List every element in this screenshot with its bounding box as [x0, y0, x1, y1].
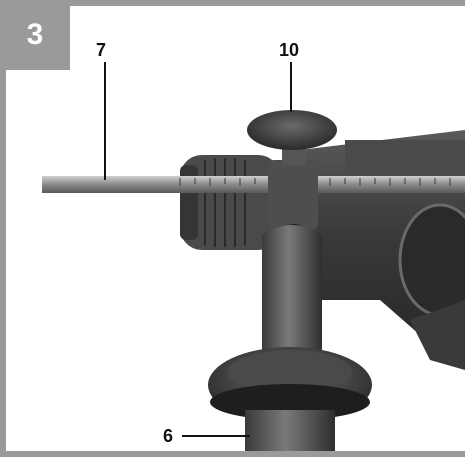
- drill-trigger-guard: [398, 203, 465, 317]
- drill-top-housing: [345, 140, 465, 180]
- side-handle-column: [262, 225, 322, 356]
- drill-rear-grip: [410, 300, 465, 370]
- depth-stop-knob: [247, 110, 337, 150]
- handle-clamp: [268, 160, 318, 230]
- handle-guard-top: [228, 350, 352, 394]
- callout-label-7: 7: [96, 40, 107, 60]
- side-handle-grip: [245, 410, 335, 451]
- depth-stop-rod: [42, 176, 465, 193]
- figure-number-badge: 3: [0, 0, 70, 70]
- callout-label-10: 10: [279, 40, 300, 60]
- callout-label-6: 6: [163, 426, 174, 446]
